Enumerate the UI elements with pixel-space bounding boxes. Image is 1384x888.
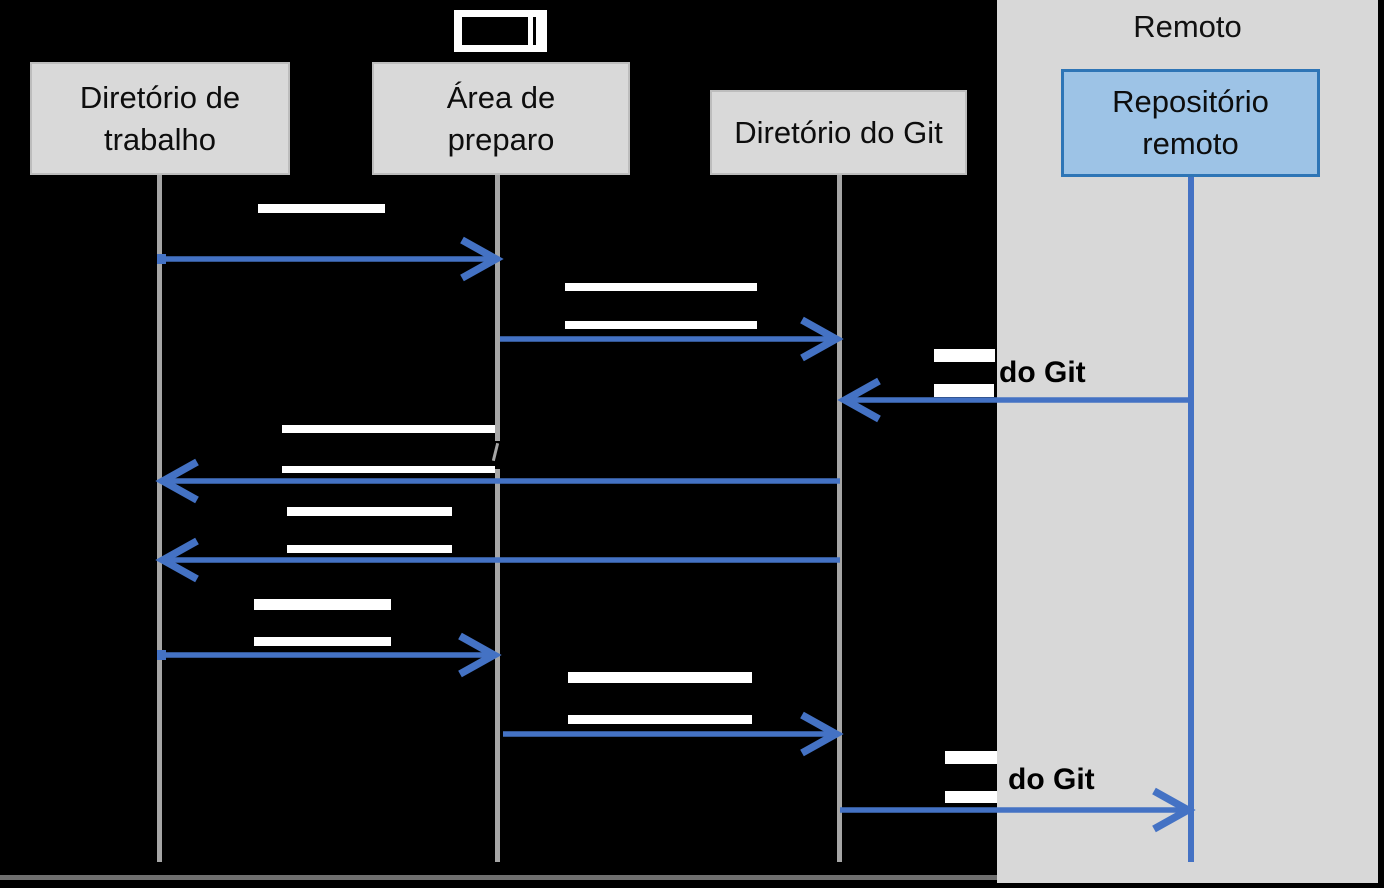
redacted-label-bar [568,715,752,724]
redacted-label-bar [568,672,752,683]
redacted-label-bar [254,637,391,646]
node-git-directory: Diretório do Git [710,90,967,175]
node-git-directory-label: Diretório do Git [734,114,943,150]
redaction-block [462,17,531,45]
lifeline-git-directory [837,175,842,862]
slide-bottom-edge [0,875,997,880]
redacted-label-bar [934,349,995,362]
redacted-label-bar [934,384,994,397]
slide-bottom-edge-right [997,883,1384,888]
redacted-label-bar [945,791,997,803]
redacted-label-bar [254,599,391,610]
remote-region-title: Remoto [1133,9,1242,44]
node-remote-repository-label: Repositório remoto [1112,84,1269,161]
redacted-label-bar [287,545,452,553]
arrow-8-partial-label: do Git [1008,763,1095,796]
redacted-label-bar [282,425,495,433]
redacted-label-bar [287,507,452,516]
lifeline-remote-repository [1188,177,1194,862]
redaction-tick [528,17,536,45]
arrow-3-partial-label: do Git [999,356,1086,389]
arrow-5-git-to-working [155,537,840,583]
redacted-label-bar [282,466,495,473]
arrow-1-working-to-staging [157,236,504,282]
node-remote-repository: Repositório remoto [1061,69,1320,177]
local-region-title-redacted [454,10,547,52]
redacted-label-bar [565,283,757,291]
node-working-directory-label: Diretório de trabalho [79,79,241,157]
node-staging-area: Área de preparo [372,62,630,175]
redacted-label-bar [565,321,757,329]
lifeline-staging-area [495,175,500,862]
node-staging-area-label: Área de preparo [446,79,556,157]
node-working-directory: Diretório de trabalho [30,62,290,175]
redacted-label-bar [258,204,385,213]
lifeline-working-directory [157,175,162,862]
redacted-label-bar [945,751,997,764]
